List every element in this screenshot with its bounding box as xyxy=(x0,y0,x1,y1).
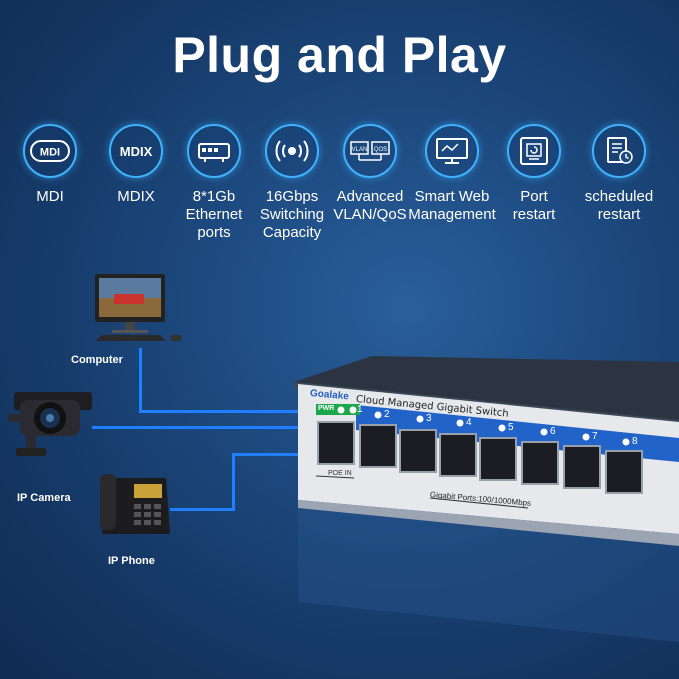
network-switch: Goalake Cloud Managed Gigabit Switch PWR… xyxy=(290,352,679,642)
ip-camera-image xyxy=(4,386,96,470)
feature-web-management: Smart Web Management xyxy=(408,124,496,224)
cable-computer xyxy=(139,348,142,412)
port-number-5: 5 xyxy=(508,422,514,433)
mdix-icon: MDIX xyxy=(109,124,163,178)
poe-in-label: POE IN xyxy=(328,470,352,477)
cable-computer xyxy=(139,410,301,413)
port-number-1: 1 xyxy=(357,404,363,415)
web-management-icon xyxy=(425,124,479,178)
ip-camera-label: IP Camera xyxy=(17,492,71,504)
ip-phone-label: IP Phone xyxy=(108,555,155,567)
mdi-icon-text: MDI xyxy=(40,147,60,159)
vlan-icon-text: VLAN xyxy=(352,147,368,153)
computer-image xyxy=(90,272,190,344)
cable-phone xyxy=(170,508,235,511)
port-number-6: 6 xyxy=(550,426,556,437)
switch-pwr-label: PWR xyxy=(318,405,335,412)
port-number-8: 8 xyxy=(632,436,638,447)
mdix-icon-text: MDIX xyxy=(120,144,153,159)
feature-label: 8*1Gb Ethernet ports xyxy=(185,188,243,241)
feature-vlan-qos: VLAN QOS Advanced VLAN/QoS xyxy=(326,124,414,224)
feature-label: Smart Web Management xyxy=(408,188,496,223)
vlan-qos-icon: VLAN QOS xyxy=(343,124,397,178)
port-number-3: 3 xyxy=(426,413,432,424)
mdi-icon: MDI xyxy=(23,124,77,178)
feature-label: Port restart xyxy=(512,188,556,223)
feature-label: MDI xyxy=(36,188,64,205)
port-number-4: 4 xyxy=(466,417,472,428)
scheduled-restart-icon xyxy=(592,124,646,178)
speed-signal-icon xyxy=(265,124,319,178)
ip-phone-image xyxy=(96,468,172,540)
feature-label: 16Gbps Switching Capacity xyxy=(259,188,325,241)
cable-camera xyxy=(92,426,302,429)
feature-label: Advanced VLAN/QoS xyxy=(333,188,407,223)
page-title: Plug and Play xyxy=(172,27,507,83)
feature-mdix: MDIX MDIX xyxy=(92,124,180,206)
qos-icon-text: QOS xyxy=(374,147,387,153)
cable-phone xyxy=(232,453,235,511)
feature-label: MDIX xyxy=(117,188,155,205)
cable-phone xyxy=(232,453,302,456)
feature-scheduled-restart: scheduled restart xyxy=(575,124,663,224)
feature-label: scheduled restart xyxy=(584,188,654,223)
computer-label: Computer xyxy=(71,354,123,366)
feature-ethernet-ports: 8*1Gb Ethernet ports xyxy=(170,124,258,242)
feature-switching-capacity: 16Gbps Switching Capacity xyxy=(248,124,336,242)
feature-port-restart: Port restart xyxy=(490,124,578,224)
port-restart-icon xyxy=(507,124,561,178)
switch-device-icon xyxy=(187,124,241,178)
port-number-2: 2 xyxy=(384,409,390,420)
port-number-7: 7 xyxy=(592,431,598,442)
feature-mdi: MDI MDI xyxy=(6,124,94,206)
